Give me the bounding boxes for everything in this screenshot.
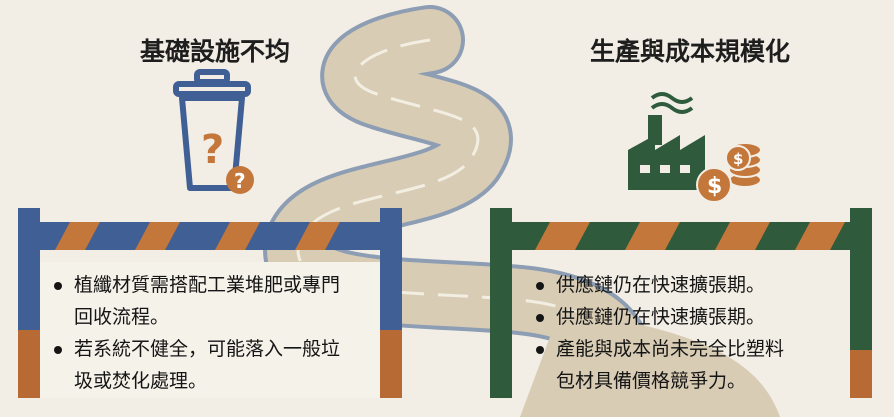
list-item: 供應鏈仍在快速擴張期。 xyxy=(534,269,784,301)
bullet-line: 產能與成本尚未完全比塑料 xyxy=(556,338,785,360)
svg-text:$: $ xyxy=(733,150,743,168)
left-bullet-list: 植纖材質需搭配工業堆肥或專門回收流程。 若系統不健全，可能落入一般垃圾或焚化處理… xyxy=(52,269,340,397)
list-item: 產能與成本尚未完全比塑料包材具備價格競爭力。 xyxy=(534,333,784,397)
list-item: 供應鏈仍在快速擴張期。 xyxy=(534,301,784,333)
bullet-line: 供應鏈仍在快速擴張期。 xyxy=(556,306,766,328)
bullet-line: 圾或焚化處理。 xyxy=(74,370,208,392)
bullet-line: 供應鏈仍在快速擴張期。 xyxy=(556,274,766,296)
factory-coins-icon: $ $ xyxy=(628,92,762,203)
list-item: 若系統不健全，可能落入一般垃圾或焚化處理。 xyxy=(52,333,340,397)
left-title: 基礎設施不均 xyxy=(139,37,290,66)
left-barrier xyxy=(18,208,402,398)
right-title: 生產與成本規模化 xyxy=(589,37,790,66)
right-bullet-list: 供應鏈仍在快速擴張期。 供應鏈仍在快速擴張期。 產能與成本尚未完全比塑料包材具備… xyxy=(534,269,784,397)
svg-text:$: $ xyxy=(707,174,722,199)
bullet-line: 回收流程。 xyxy=(74,306,170,328)
winding-road xyxy=(263,5,780,417)
right-barrier xyxy=(490,208,872,398)
list-item: 植纖材質需搭配工業堆肥或專門回收流程。 xyxy=(52,269,340,333)
svg-text:?: ? xyxy=(201,127,224,173)
bullet-line: 植纖材質需搭配工業堆肥或專門 xyxy=(74,274,341,296)
bullet-line: 若系統不健全，可能落入一般垃 xyxy=(74,338,341,360)
svg-text:?: ? xyxy=(234,169,246,193)
trash-bin-question-icon: ? ? xyxy=(173,69,254,194)
bullet-line: 包材具備價格競爭力。 xyxy=(556,370,747,392)
